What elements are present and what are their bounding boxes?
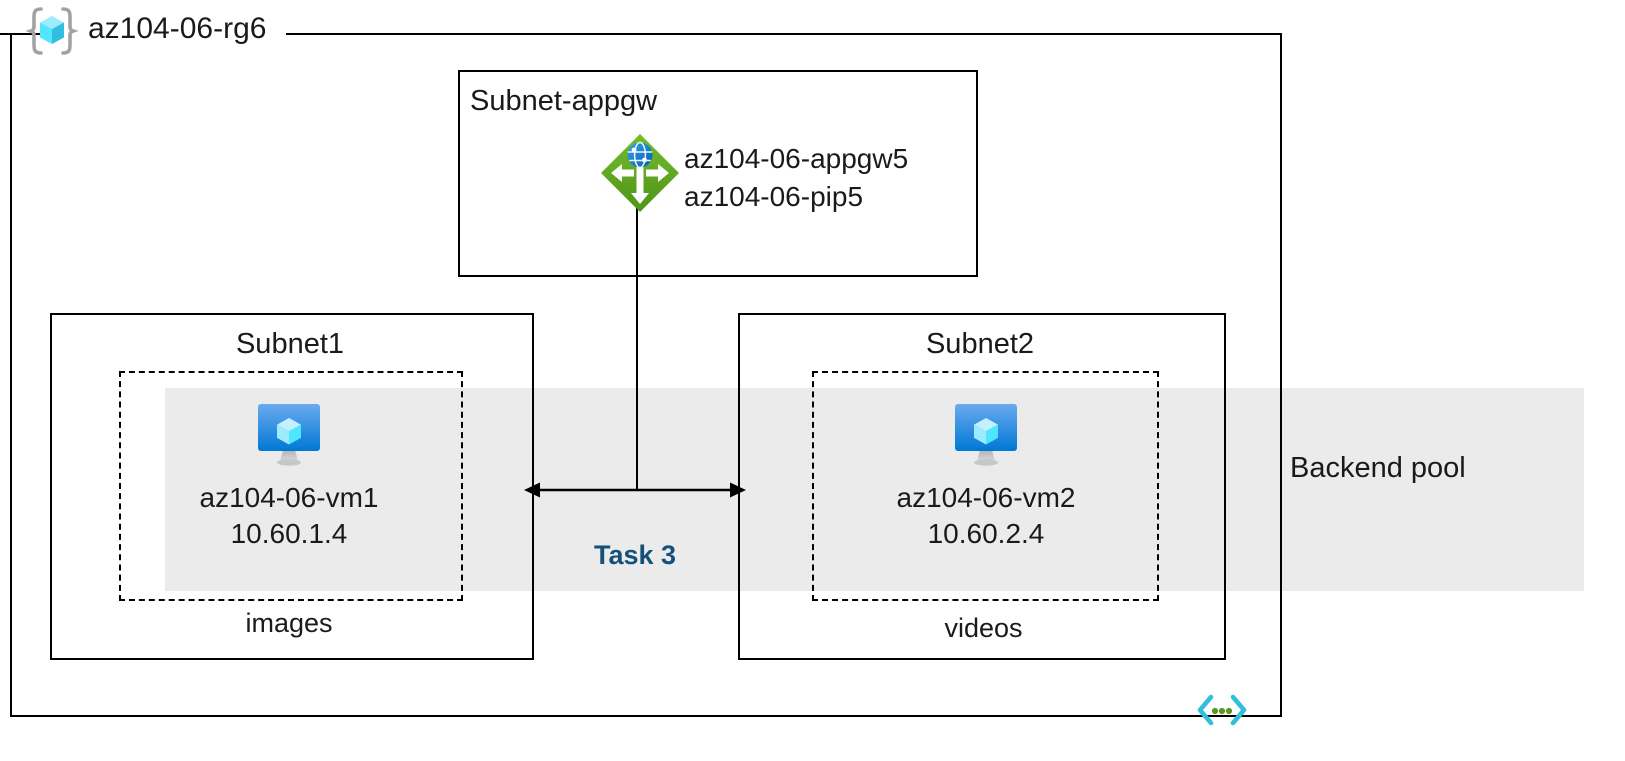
virtual-machine-icon — [955, 404, 1017, 466]
backend-pool-label: Backend pool — [1290, 452, 1466, 484]
appgw-pip-name: az104-06-pip5 — [684, 181, 864, 213]
subnet2-caption: videos — [944, 613, 1023, 643]
appgw-name: az104-06-appgw5 — [684, 143, 909, 174]
vm1-block: az104-06-vm1 10.60.1.4 — [169, 398, 409, 552]
resource-group-name: az104-06-rg6 — [88, 12, 267, 45]
vm2-name: az104-06-vm2 — [896, 482, 1076, 513]
resource-group-boundary — [10, 33, 1282, 717]
backend-pool-band — [165, 388, 1584, 591]
subnet1-title: Subnet1 — [235, 328, 345, 360]
subnet-appgw-title: Subnet-appgw — [470, 85, 658, 117]
subnet1-nic-boundary — [119, 371, 463, 601]
vm2-block: az104-06-vm2 10.60.2.4 — [866, 398, 1106, 552]
subnet2-title: Subnet2 — [925, 328, 1035, 360]
application-gateway-labels: az104-06-appgw5 az104-06-pip5 — [684, 140, 908, 217]
virtual-machine-icon — [258, 404, 320, 466]
vm2-ip: 10.60.2.4 — [927, 517, 1045, 549]
vm1-ip: 10.60.1.4 — [230, 517, 348, 549]
resource-group-icon — [25, 4, 79, 58]
subnet1-caption: images — [245, 608, 333, 638]
subnet2-box — [738, 313, 1226, 660]
subnet1-subnet2-arrow — [524, 482, 746, 498]
application-gateway-icon — [598, 131, 682, 215]
appgw-to-vms-connector — [636, 190, 638, 490]
subnet2-nic-boundary — [812, 371, 1159, 601]
resource-group-top-border-right — [286, 33, 1280, 35]
resource-group-top-border-left — [0, 33, 46, 35]
subnet-appgw-box — [458, 70, 978, 277]
code-brackets-icon — [1196, 693, 1248, 727]
vm1-name: az104-06-vm1 — [199, 482, 379, 513]
task3-annotation: Task 3 — [593, 540, 677, 570]
